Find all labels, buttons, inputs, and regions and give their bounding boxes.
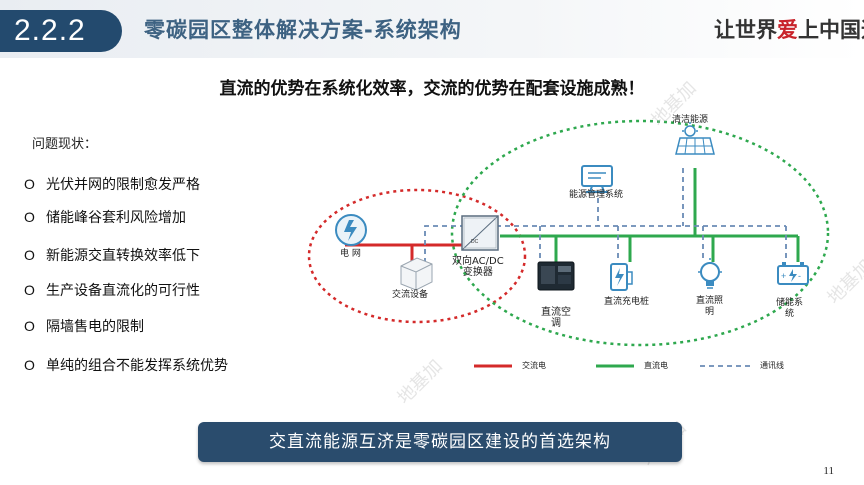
- label-grid: 电 网: [340, 249, 361, 259]
- solar-panel-icon: [675, 122, 715, 155]
- problem-item-text: 新能源交直转换效率低下: [46, 248, 200, 264]
- bullet-icon: O: [24, 357, 35, 373]
- dc-charger-icon: [610, 263, 633, 291]
- label-dc-ac-line1: 直流空: [541, 307, 571, 318]
- section-number: 2.2.2: [0, 10, 122, 52]
- converter-icon-label: DC: [471, 239, 479, 245]
- problem-item-text: 单纯的组合不能发挥系统优势: [46, 358, 228, 374]
- bullet-icon: O: [24, 176, 35, 192]
- label-dc-light-line2: 明: [705, 307, 715, 317]
- logo-heart-mark: 爱: [777, 17, 798, 42]
- label-storage-line2: 统: [785, 309, 795, 319]
- label-storage: 储能系 统: [776, 298, 803, 320]
- subtitle: 直流的优势在系统化效率，交流的优势在配套设施成熟！: [219, 79, 645, 99]
- label-clean-energy: 清洁能源: [672, 115, 709, 125]
- problem-item: O 新能源交直转换效率低下: [24, 245, 200, 265]
- problem-item-text: 光伏并网的限制愈发严格: [46, 177, 200, 193]
- logo-text-right: 上中国造: [798, 17, 864, 42]
- label-dc-air-conditioner: 直流空 调: [541, 307, 571, 329]
- dc-zone-outline: [450, 119, 830, 347]
- problem-item: O 光伏并网的限制愈发严格: [24, 174, 200, 194]
- svg-text:-: -: [798, 271, 801, 281]
- svg-text:+: +: [781, 271, 786, 281]
- label-storage-line1: 储能系: [776, 298, 804, 308]
- problems-heading: 问题现状：: [32, 137, 98, 152]
- ac-zone-outline: [307, 188, 527, 324]
- label-converter: 双向AC/DC 变换器: [452, 256, 504, 278]
- header-band: [0, 0, 864, 58]
- grid-icon: [335, 214, 367, 246]
- logo-text-left: 让世界: [714, 17, 777, 42]
- label-converter-line2: 变换器: [462, 267, 493, 278]
- label-ems: 能源管理系统: [569, 190, 624, 200]
- problem-item-text: 隔墙售电的限制: [46, 319, 144, 335]
- label-dc-light: 直流照 明: [696, 296, 723, 318]
- legend-dc-label: 直流电: [644, 361, 668, 370]
- problem-item-text: 储能峰谷套利风险增加: [46, 210, 186, 226]
- problem-item-text: 生产设备直流化的可行性: [46, 283, 200, 299]
- bullet-icon: O: [24, 282, 35, 298]
- problem-item: O 隔墙售电的限制: [24, 316, 144, 336]
- legend-comm-label: 通讯线: [760, 361, 784, 370]
- problem-item: O 单纯的组合不能发挥系统优势: [24, 355, 228, 375]
- problem-item: O 生产设备直流化的可行性: [24, 280, 200, 300]
- label-dc-light-line1: 直流照: [696, 296, 724, 306]
- label-converter-line1: 双向AC/DC: [452, 256, 504, 267]
- bullet-icon: O: [24, 209, 35, 225]
- bullet-icon: O: [24, 247, 35, 263]
- label-dc-ac-line2: 调: [551, 318, 561, 329]
- converter-icon: [461, 215, 499, 251]
- battery-storage-icon: + -: [777, 262, 809, 285]
- light-bulb-icon: [698, 258, 722, 289]
- page-number: 11: [823, 465, 834, 477]
- ems-monitor-icon: [581, 165, 613, 193]
- brand-logo: 让世界爱上中国造: [714, 14, 864, 44]
- ac-equipment-icon: [400, 257, 433, 291]
- problem-item: O 储能峰谷套利风险增加: [24, 207, 186, 227]
- conclusion-banner: 交直流能源互济是零碳园区建设的首选架构: [198, 422, 682, 462]
- bullet-icon: O: [24, 318, 35, 334]
- page-title: 零碳园区整体解决方案-系统架构: [144, 18, 462, 42]
- legend-ac-label: 交流电: [522, 361, 546, 370]
- comm-lines: [424, 168, 787, 272]
- label-ac-equipment: 交流设备: [392, 290, 429, 300]
- label-dc-charger: 直流充电桩: [604, 297, 650, 307]
- dc-air-conditioner-icon: [537, 261, 575, 291]
